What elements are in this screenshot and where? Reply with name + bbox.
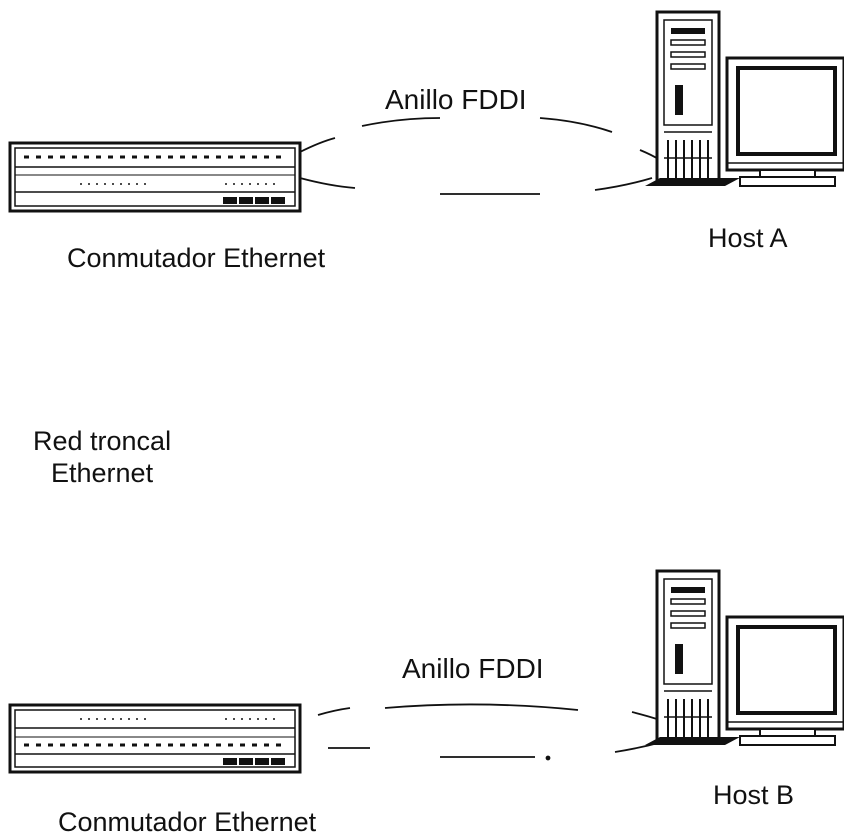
ethernet-switch-icon <box>10 143 300 211</box>
backbone-label-line1: Red troncal <box>33 425 171 457</box>
switch-bottom-label: Conmutador Ethernet <box>58 807 316 837</box>
host-a-label: Host A <box>708 223 788 253</box>
backbone-label: Red troncal Ethernet <box>33 425 171 489</box>
host-a-computer-icon <box>645 12 844 186</box>
switch-top-label: Conmutador Ethernet <box>67 243 325 273</box>
fddi-ring-top <box>300 118 660 194</box>
fddi-ring-bottom-label: Anillo FDDI <box>402 654 544 684</box>
backbone-label-line2: Ethernet <box>33 457 171 489</box>
host-b-label: Host B <box>713 780 794 810</box>
host-b-computer-icon <box>645 571 844 745</box>
ethernet-switch-icon <box>10 705 300 772</box>
fddi-ring-top-label: Anillo FDDI <box>385 85 527 115</box>
fddi-ring-bottom <box>318 704 662 759</box>
